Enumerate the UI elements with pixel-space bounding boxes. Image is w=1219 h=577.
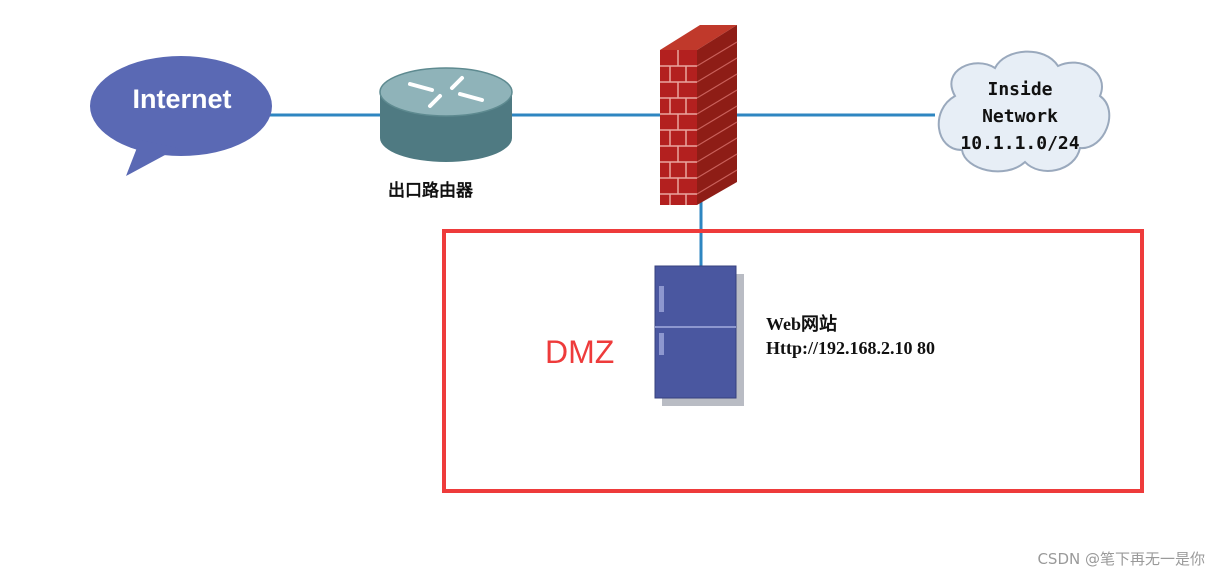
router-label: 出口路由器 [388, 181, 473, 201]
inside-network-line-2: Network [982, 106, 1058, 127]
watermark: CSDN @笔下再无一是你 [1037, 550, 1205, 568]
inside-network-line-3: 10.1.1.0/24 [960, 133, 1080, 154]
inside-network-label: Inside Network 10.1.1.0/24 [940, 76, 1100, 157]
web-server-title: Web网站 [766, 314, 838, 334]
router-icon [379, 67, 513, 162]
inside-network-line-1: Inside [987, 79, 1053, 100]
dmz-zone-label: DMZ [545, 334, 615, 370]
cloud-icon [937, 50, 1111, 173]
firewall-icon [660, 25, 738, 205]
internet-bubble-icon [90, 56, 272, 176]
server-icon [654, 265, 744, 406]
dmz-zone-border [442, 229, 1144, 493]
internet-label: Internet [132, 84, 232, 114]
web-server-url: Http://192.168.2.10 80 [766, 338, 935, 358]
